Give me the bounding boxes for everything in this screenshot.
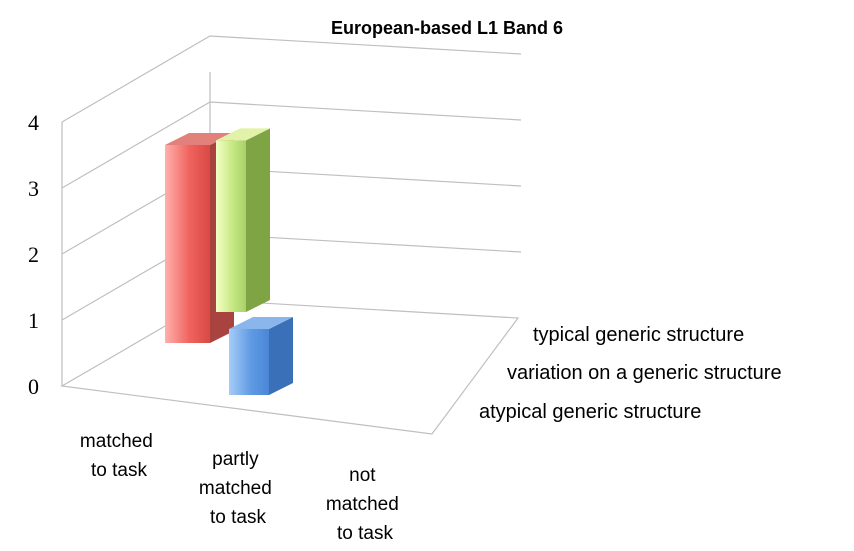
bar-side	[246, 128, 270, 312]
bars	[165, 128, 293, 395]
bar-top	[229, 317, 293, 329]
bar	[229, 329, 269, 395]
bar	[216, 140, 246, 312]
series-label-variation: variation on a generic structure	[507, 362, 782, 384]
series-depth-labels: typical generic structure variation on a…	[479, 324, 782, 423]
gridline	[61, 167, 522, 255]
gridline	[61, 233, 522, 321]
series-label-typical: typical generic structure	[533, 324, 744, 346]
y-tick-label: 0	[28, 374, 39, 399]
category-labels: matched to task partly matched to task n…	[80, 431, 404, 544]
y-axis-ticks: 0 1 2 3 4	[28, 110, 39, 399]
bar-side	[269, 317, 293, 395]
category-label-1: partly matched to task	[199, 449, 277, 528]
gridline	[61, 35, 522, 123]
y-tick-label: 3	[28, 176, 39, 201]
y-tick-label: 1	[28, 308, 39, 333]
series-label-atypical: atypical generic structure	[479, 401, 701, 423]
category-label-0: matched to task	[80, 431, 158, 481]
gridline	[61, 101, 522, 189]
bar	[165, 145, 210, 343]
chart-floor	[60, 299, 520, 435]
bar-top	[165, 133, 234, 145]
y-tick-label: 2	[28, 242, 39, 267]
y-tick-label: 4	[28, 110, 39, 135]
chart-title: European-based L1 Band 6	[331, 18, 563, 38]
category-label-2: not matched to task	[326, 465, 404, 544]
bar-top	[216, 128, 270, 141]
